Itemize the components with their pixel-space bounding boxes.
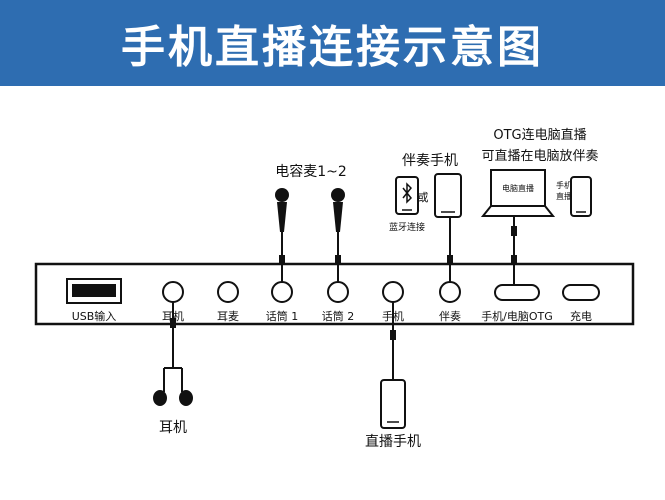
port-label-mic2: 话筒 2 bbox=[322, 309, 355, 323]
title-banner: 手机直播连接示意图 bbox=[0, 0, 665, 86]
port-label-charge: 充电 bbox=[570, 309, 592, 323]
otg-port bbox=[494, 284, 540, 301]
accompany-phone-label: 伴奏手机 bbox=[402, 153, 458, 169]
laptop-screen-label: 电脑直播 bbox=[502, 183, 534, 193]
mic-label: 电容麦1~2 bbox=[275, 163, 347, 180]
diagram-title: 手机直播连接示意图 bbox=[121, 22, 544, 73]
charge-port bbox=[562, 284, 600, 301]
port-label-otg: 手机/电脑OTG bbox=[481, 309, 553, 323]
headphones-icon bbox=[153, 302, 193, 406]
or-label: 或 bbox=[418, 191, 429, 204]
live-phone-label: 直播手机 bbox=[365, 433, 421, 450]
port-label-usb: USB输入 bbox=[72, 309, 117, 323]
live-phone-icon bbox=[380, 302, 406, 429]
bluetooth-phone-icon bbox=[395, 176, 419, 215]
port-label-phone: 手机 bbox=[382, 309, 404, 323]
side-phone-icon bbox=[570, 176, 592, 217]
microphone-2-icon bbox=[331, 188, 345, 282]
usb-port bbox=[66, 278, 122, 304]
bluetooth-connect-label: 蓝牙连接 bbox=[389, 221, 425, 233]
accompany-phone-icon bbox=[434, 173, 462, 282]
device-box bbox=[34, 262, 635, 326]
laptop-icon bbox=[480, 169, 556, 285]
headphones-label: 耳机 bbox=[159, 420, 187, 436]
port-label-accompany: 伴奏 bbox=[439, 310, 461, 323]
port-label-mic1: 话筒 1 bbox=[266, 309, 299, 323]
microphone-1-icon bbox=[275, 188, 289, 282]
port-label-ear-mic: 耳麦 bbox=[217, 310, 239, 323]
side-phone-label: 手机直播 bbox=[556, 180, 572, 201]
otg-label-line2: 可直播在电脑放伴奏 bbox=[481, 149, 598, 164]
otg-label-line1: OTG连电脑直播 bbox=[493, 127, 586, 143]
ear-mic-jack bbox=[217, 281, 239, 303]
port-label-earphone: 耳机 bbox=[162, 309, 184, 323]
